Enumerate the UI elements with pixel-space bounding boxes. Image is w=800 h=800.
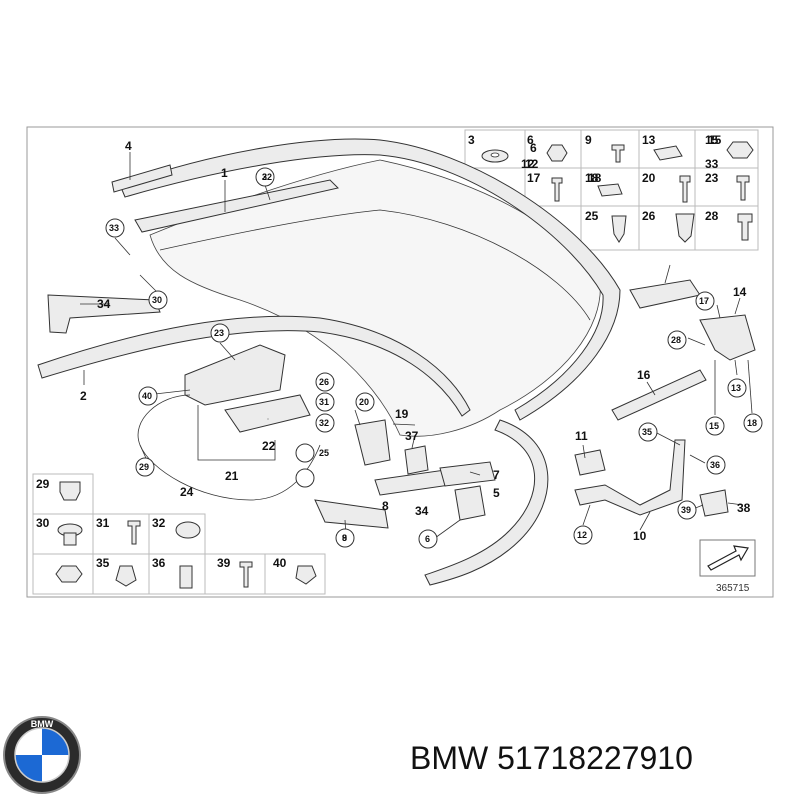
legend-grid-bottom: 29 30 31 32 35 36 39 40 <box>32 473 326 595</box>
callout-12-circled: 12 <box>577 530 587 540</box>
diagram-reference: 365715 <box>716 583 750 594</box>
callout-40-circled: 40 <box>142 391 152 401</box>
callout-30-circled: 30 <box>152 295 162 305</box>
callout-9-circled: 9 <box>342 533 347 543</box>
callout-29-circled: 29 <box>139 462 149 472</box>
callout-34b: 34 <box>415 504 429 518</box>
callout-34a: 34 <box>97 297 111 311</box>
callout-29: 29 <box>36 477 50 491</box>
callout-33-circled: 33 <box>109 223 119 233</box>
legend-grid-top: 3 6 12 9 13 15 33 17 18 20 23 25 26 28 <box>464 129 759 251</box>
callout-15b: 15 <box>708 133 722 147</box>
callout-20-circled: 20 <box>359 397 369 407</box>
callout-10: 10 <box>633 529 647 543</box>
callout-7: 7 <box>493 468 500 482</box>
callout-22-circled: 22 <box>262 172 272 182</box>
roof-shell <box>37 138 621 586</box>
callout-1: 1 <box>221 166 228 180</box>
bmw-logo: BMW <box>3 716 81 794</box>
callout-31-circled: 31 <box>319 397 329 407</box>
bracket-5-7 <box>439 461 496 521</box>
callout-28: 28 <box>705 209 719 223</box>
callout-9: 9 <box>585 133 592 147</box>
callout-8-circled: 8 <box>342 533 347 543</box>
callout-31: 31 <box>96 516 110 530</box>
callout-38: 38 <box>737 501 751 515</box>
callout-3-circled: 3 <box>262 172 267 182</box>
callout-4: 4 <box>125 139 132 153</box>
callout-17-circled: 17 <box>699 296 709 306</box>
callout-24: 24 <box>180 485 194 499</box>
callout-35-circled: 35 <box>642 427 652 437</box>
direction-arrow <box>707 545 749 571</box>
callout-40: 40 <box>273 556 287 570</box>
callout-6-circled: 6 <box>425 534 430 544</box>
callout-26-circled: 26 <box>319 377 329 387</box>
callout-13-circled: 13 <box>731 383 741 393</box>
callout-13: 13 <box>642 133 656 147</box>
callout-8b: 8 <box>382 499 389 513</box>
callout-18-circled: 18 <box>747 418 757 428</box>
callout-36-circled: 36 <box>710 460 720 470</box>
callout-22b: 22 <box>262 439 276 453</box>
callout-36: 36 <box>152 556 166 570</box>
callout-37: 37 <box>405 429 419 443</box>
callout-28-circled: 28 <box>671 335 681 345</box>
callout-32-circled: 32 <box>319 418 329 428</box>
gas-strut <box>611 369 707 421</box>
callout-20: 20 <box>642 171 656 185</box>
callout-18: 18 <box>585 171 599 185</box>
callout-18b: 18 <box>588 171 602 185</box>
callout-16: 16 <box>637 368 651 382</box>
callouts-circled-labels: 3 6 9 12 15 17 18 20 23 25 26 28 29 30 3… <box>109 172 757 544</box>
callout-5: 5 <box>493 486 500 500</box>
callout-35: 35 <box>96 556 110 570</box>
linkage-10 <box>574 439 686 516</box>
callout-2: 2 <box>80 389 87 403</box>
callouts-circled <box>105 167 763 549</box>
callout-14: 14 <box>733 285 747 299</box>
clip-38 <box>699 489 729 517</box>
callout-12: 12 <box>521 157 535 171</box>
callout-17: 17 <box>527 171 541 185</box>
caption-brand: BMW <box>410 740 489 776</box>
callout-15-circled: 15 <box>709 421 719 431</box>
caption-part-number: 51718227910 <box>497 740 693 776</box>
callout-23-circled: 23 <box>214 328 224 338</box>
callout-26: 26 <box>642 209 656 223</box>
callout-30: 30 <box>36 516 50 530</box>
bracket-8 <box>314 499 389 529</box>
callout-21: 21 <box>225 469 239 483</box>
callout-39-circled: 39 <box>681 505 691 515</box>
callout-6b: 6 <box>530 141 537 155</box>
lock-assembly <box>354 419 451 496</box>
callout-39: 39 <box>217 556 231 570</box>
leader-lines <box>80 152 753 539</box>
callout-11: 11 <box>575 429 588 443</box>
bracket-14 <box>699 314 756 361</box>
callout-32: 32 <box>152 516 166 530</box>
logo-letters: BMW <box>31 719 54 729</box>
callout-12b: 12 <box>525 157 539 171</box>
callout-19: 19 <box>395 407 409 421</box>
callout-23: 23 <box>705 171 719 185</box>
callout-15: 15 <box>705 133 719 147</box>
part-caption: BMW 51718227910 <box>410 740 693 777</box>
callout-6: 6 <box>527 133 534 147</box>
bowden-cable <box>137 394 321 501</box>
callout-33: 33 <box>705 157 719 171</box>
callouts-plain: 1 2 4 5 6 7 8 10 11 12 14 15 16 18 19 21… <box>80 133 751 543</box>
callout-25: 25 <box>585 209 599 223</box>
callout-3: 3 <box>468 133 475 147</box>
callout-25-circled: 25 <box>319 448 329 458</box>
